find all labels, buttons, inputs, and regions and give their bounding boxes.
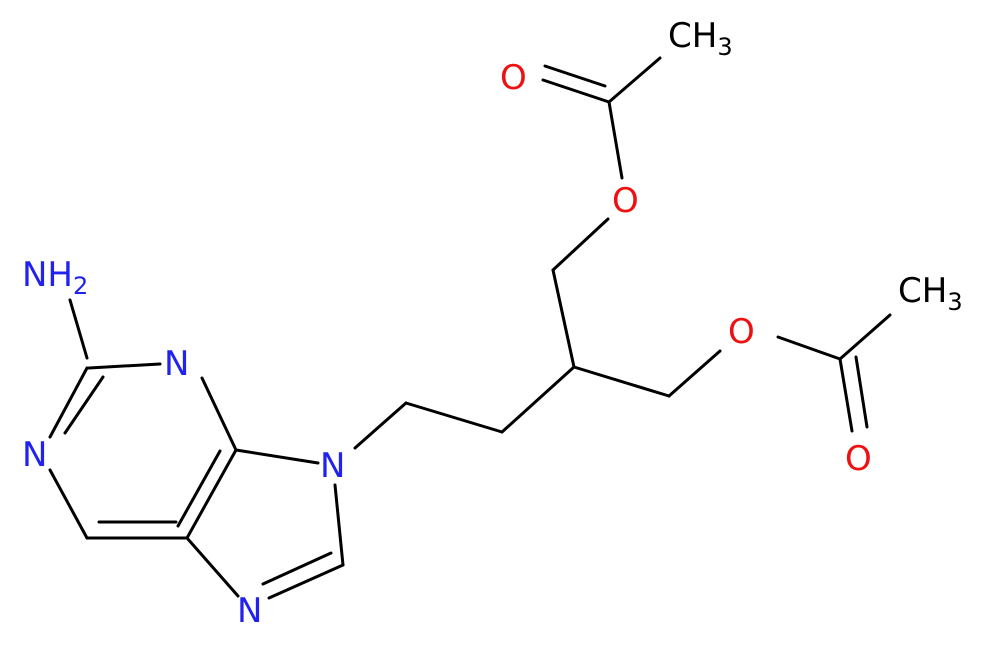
bond-c2-n3 [87,362,162,370]
bond-n9-ch2a [353,401,408,450]
bond-c2-n1-inner [63,375,105,435]
bond-n1-c6 [48,468,89,540]
amino-group-label: NH2 [22,255,88,300]
bond-c4-c5 [185,448,238,540]
bond-ch2b-ch [500,365,576,434]
atom-n1: N [22,435,47,475]
bond-carbonyl-o-right [838,357,854,433]
bond-ch2up-o [551,217,610,272]
bond-c5-n7 [185,536,240,598]
bond-carbonyl-o-right-inner [854,355,869,429]
atom-n3: N [164,344,189,384]
atom-o-ester-right: O [728,312,755,352]
bond-carbonyl-o-top [541,78,611,104]
bond-o-carbonyl-right [776,335,842,361]
bond-carbonyl-methyl-top [607,56,662,104]
atom-labels: NH2 N N N N O O CH3 O O CH3 [22,16,963,631]
bond-ch2right-o [667,349,722,398]
bond-carbonyl-o-top-inner [543,64,607,88]
bond-ch2a-ch2b [404,401,504,434]
bonds [48,56,892,600]
atom-n9: N [320,446,345,486]
atom-o-carbonyl-right: O [845,439,872,479]
bond-n7-c8 [267,563,345,600]
methyl-top-label: CH3 [668,16,733,61]
bond-c8-n9 [333,483,345,567]
bond-n3-c4 [200,376,238,452]
bond-n7-c8-inner [261,551,333,586]
bond-amino-c2 [68,298,89,360]
bond-c4-c5-inner [176,449,222,528]
methyl-right-label: CH3 [898,271,963,316]
bond-ch-ch2up [551,268,576,369]
atom-n7: N [237,591,262,631]
bond-carbonyl-methyl-right [838,313,892,361]
atom-o-carbonyl-top: O [500,58,527,98]
atom-o-ester-top: O [612,181,639,221]
bond-o-carbonyl-top [607,100,624,180]
bond-ch-ch2right [572,365,671,398]
bond-c2-n1 [48,366,89,439]
bond-c4-n9 [234,448,320,465]
